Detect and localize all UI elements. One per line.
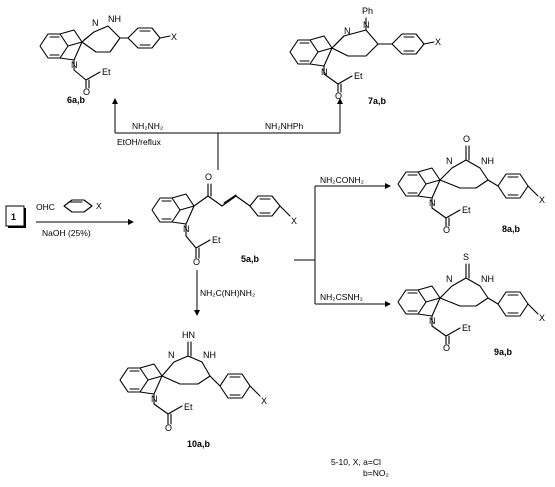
c9-sulfur: S xyxy=(463,252,469,262)
base-reagent-label: NaOH (25%) xyxy=(42,228,91,238)
compound-9-structure xyxy=(397,263,539,345)
compound-8-label: 8a,b xyxy=(502,224,521,234)
c10-nitrogen: N xyxy=(151,394,158,404)
c7-nitrogen: N xyxy=(321,67,328,77)
urea-reagent-label: NH₂CONH₂ xyxy=(320,175,364,185)
c5-oxygen: O xyxy=(205,172,212,182)
c5-ethyl: Et xyxy=(212,235,221,245)
c8-ethyl: Et xyxy=(462,205,471,215)
c10-n-ring: N xyxy=(168,350,175,360)
c8-nitrogen: N xyxy=(429,198,436,208)
compound-5-structure xyxy=(151,183,291,259)
c8-ester-oxygen: O xyxy=(443,225,450,235)
reflux-conditions-label: EtOH/reflux xyxy=(117,137,162,147)
arrow-5-to-10 xyxy=(194,270,200,316)
arrow-5-to-8-and-9 xyxy=(294,183,391,307)
c9-ethyl: Et xyxy=(462,323,471,333)
compound-8-structure xyxy=(397,145,539,227)
arrow-5-to-6-and-7 xyxy=(112,98,343,170)
c10-nh: NH xyxy=(203,350,216,360)
c10-ethyl: Et xyxy=(184,402,193,412)
c7-phenyl: Ph xyxy=(362,6,373,16)
c6-x: X xyxy=(171,32,177,42)
c6-ethyl: Et xyxy=(102,67,111,77)
compound-6-structure xyxy=(39,25,171,89)
phenylhydrazine-reagent-label: NH₂NHPh xyxy=(265,121,304,131)
legend-line-2: b=NO₂ xyxy=(363,468,389,478)
aldehyde-x-label: X xyxy=(96,201,102,211)
c9-nitrogen: N xyxy=(429,316,436,326)
c9-n-ring: N xyxy=(446,274,453,284)
c8-nh: NH xyxy=(481,156,494,166)
c9-ester-oxygen: O xyxy=(443,343,450,353)
c9-nh: NH xyxy=(481,274,494,284)
compound-1-box: 1 xyxy=(5,205,26,228)
c5-x: X xyxy=(291,216,297,226)
compound-5-label: 5a,b xyxy=(241,254,260,264)
c8-x: X xyxy=(539,195,545,205)
c7-x: X xyxy=(435,37,441,47)
guanidine-reagent-label: NH₂C(NH)NH₂ xyxy=(200,288,255,298)
c10-x: X xyxy=(261,396,267,406)
c7-n-ring: N xyxy=(363,20,370,30)
c8-n-ring: N xyxy=(446,156,453,166)
compound-10-label: 10a,b xyxy=(187,439,211,449)
aldehyde-reagent: OHC X xyxy=(36,199,102,213)
compound-7-structure xyxy=(289,17,435,93)
c5-nitrogen: N xyxy=(183,224,190,234)
aldehyde-benzene-ring xyxy=(63,199,93,213)
c6-nitrogen: N xyxy=(71,60,78,70)
c6-n1: N xyxy=(92,18,99,28)
compound-9-label: 9a,b xyxy=(494,347,513,357)
c8-oxygen: O xyxy=(463,134,470,144)
c5-ester-oxygen: O xyxy=(193,257,200,267)
c10-imine: HN xyxy=(182,330,195,340)
compound-1-label: 1 xyxy=(11,212,16,222)
compound-6-label: 6a,b xyxy=(67,95,86,105)
c10-ester-oxygen: O xyxy=(165,423,172,433)
thiourea-reagent-label: NH₂CSNH₂ xyxy=(320,292,363,302)
hydrazine-reagent-label: NH₂NH₂ xyxy=(132,121,163,131)
aldehyde-cho-label: OHC xyxy=(36,202,55,212)
c7-ethyl: Et xyxy=(354,71,363,81)
c7-ester-oxygen: O xyxy=(335,91,342,101)
c6-ester-oxygen: O xyxy=(83,87,90,97)
arrow-1-to-5 xyxy=(36,219,134,225)
c7-n-imine: N xyxy=(344,26,351,36)
c9-x: X xyxy=(539,313,545,323)
compound-7-label: 7a,b xyxy=(368,96,387,106)
compound-10-structure xyxy=(119,341,261,425)
c6-nh: NH xyxy=(108,14,121,24)
legend-line-1: 5-10, X, a=Cl xyxy=(331,457,381,467)
